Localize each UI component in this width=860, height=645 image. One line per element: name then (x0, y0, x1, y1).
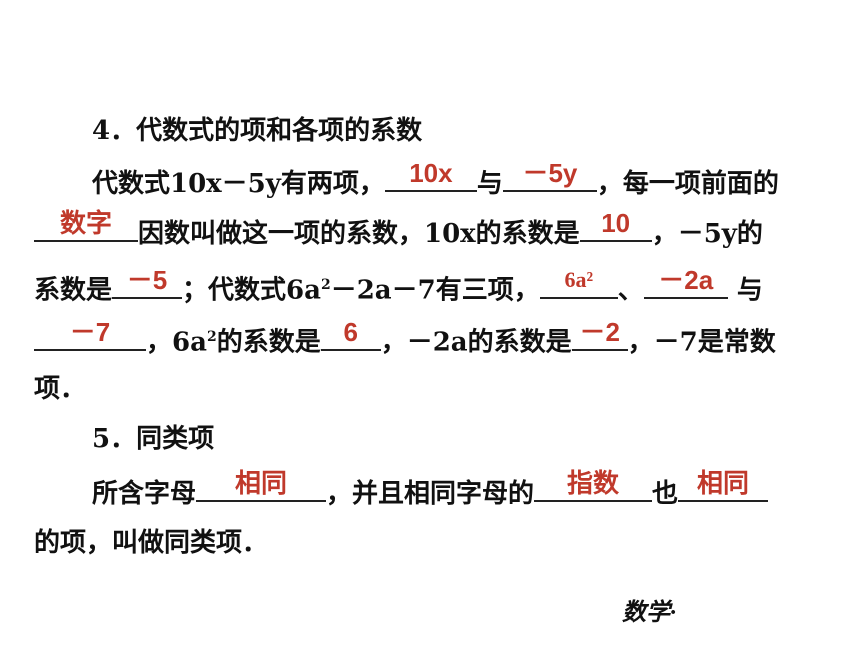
text-segment: 与 (736, 275, 763, 306)
answer-6a2: 6a² (564, 266, 594, 292)
text-segment: 代数式10x－5y有两项， (92, 169, 385, 199)
text-segment: ，每一项前面的 (596, 169, 779, 199)
text-segment: －2a－7有三项， (330, 275, 540, 306)
paragraph-line-7: 的项，叫做同类项． (34, 526, 268, 560)
footer-subject-label: 数学· (622, 600, 676, 626)
section-4-heading-text: 4．代数式的项和各项的系数 (92, 116, 423, 146)
text-segment: ，－7是常数 (627, 327, 776, 358)
answer-blank-neg5: －5 (112, 267, 183, 299)
answer-neg7: －7 (69, 316, 111, 347)
paragraph-line-2: 数字因数叫做这一项的系数，10x的系数是 10 ，－5y的 (34, 210, 763, 251)
text-segment: ；代数式6a (182, 275, 321, 306)
answer-neg2a: －2a (658, 264, 714, 295)
paragraph-line-4: －7 ，6a2的系数是 6 ，－2a的系数是－2，－7是常数 (34, 319, 776, 360)
answer-10: 10 (601, 208, 631, 238)
superscript: 2 (206, 329, 217, 345)
answer-blank-neg2a: －2a (643, 267, 728, 299)
answer-blank-zhishu: 指数 (534, 470, 653, 502)
answer-blank-6: 6 (320, 319, 381, 351)
answer-blank-neg7: －7 (34, 319, 146, 351)
answer-blank-10: 10 (579, 210, 652, 242)
text-segment: 也 (652, 479, 679, 509)
text-segment: 的系数是 (216, 327, 321, 358)
answer-neg5y: －5y (522, 158, 578, 188)
answer-10x: 10x (409, 158, 453, 188)
answer-blank-xiangtong-2: 相同 (678, 470, 769, 502)
paragraph-line-1: 代数式10x－5y有两项， 10x 与 －5y ，每一项前面的 (92, 160, 779, 201)
answer-blank-neg2: －2 (571, 319, 628, 351)
paragraph-line-6: 所含字母相同，并且相同字母的指数也相同 (92, 470, 769, 511)
section-5-heading: 5．同类项 (92, 422, 214, 456)
answer-blank-6a2: 6a² (539, 267, 618, 299)
text-segment: 项． (34, 374, 87, 404)
answer-blank-10x: 10x (384, 160, 477, 192)
answer-xiangtong-2: 相同 (697, 468, 750, 498)
answer-blank-neg5y: －5y (502, 160, 597, 192)
answer-neg5: －5 (126, 264, 168, 295)
text-segment: 系数是 (34, 275, 113, 306)
answer-neg2: －2 (579, 316, 620, 347)
answer-xiangtong-1: 相同 (235, 468, 288, 498)
text-segment: ，6a (146, 327, 207, 358)
section-5-heading-text: 5．同类项 (92, 424, 215, 454)
answer-6: 6 (343, 316, 358, 347)
text-segment: ，－5y的 (651, 219, 763, 249)
text-segment: 因数叫做这一项的系数，10x的系数是 (138, 219, 580, 249)
answer-zhishu: 指数 (567, 468, 620, 498)
answer-shuzi: 数字 (59, 208, 112, 238)
superscript: 2 (320, 277, 331, 293)
text-segment: ，－2a的系数是 (380, 327, 572, 358)
text-segment: 、 (617, 275, 644, 306)
answer-blank-shuzi: 数字 (34, 210, 138, 242)
text-segment: ，并且相同字母的 (326, 479, 535, 509)
text-segment: 所含字母 (92, 479, 197, 509)
text-segment: 的项，叫做同类项． (34, 528, 269, 558)
paragraph-line-3: 系数是 －5 ；代数式6a2－2a－7有三项， 6a² 、 －2a 与 (34, 267, 763, 308)
answer-blank-xiangtong-1: 相同 (196, 470, 327, 502)
text-segment: 与 (476, 169, 503, 199)
section-4-heading: 4．代数式的项和各项的系数 (92, 114, 422, 148)
paragraph-line-5: 项． (34, 372, 86, 406)
